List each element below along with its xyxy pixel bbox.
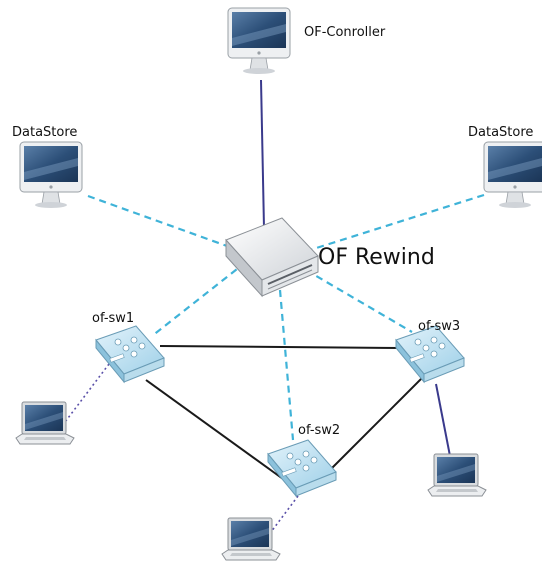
of-sw3-switch-icon bbox=[395, 325, 465, 383]
datastore-left-monitor-icon bbox=[19, 141, 83, 209]
link-rewind-sw2 bbox=[278, 289, 295, 441]
link-sw3-sw2 bbox=[329, 375, 425, 471]
host-right-laptop-icon bbox=[427, 453, 487, 497]
link-rewind-sw1 bbox=[151, 261, 247, 337]
link-rewind-sw3 bbox=[305, 269, 413, 333]
links-layer bbox=[61, 79, 485, 545]
link-sw1-host-left bbox=[61, 359, 113, 427]
of-sw1-label: of-sw1 bbox=[92, 311, 134, 326]
controller-monitor-icon bbox=[227, 7, 291, 75]
link-sw3-host-right bbox=[435, 383, 451, 457]
of-sw2-label: of-sw2 bbox=[298, 423, 340, 438]
host-left-laptop-icon bbox=[15, 401, 75, 445]
of-sw1-switch-icon bbox=[95, 325, 165, 383]
of-rewind-box-icon bbox=[225, 217, 319, 298]
of-rewind-label: OF Rewind bbox=[318, 245, 435, 270]
of-sw2-switch-icon bbox=[267, 439, 337, 497]
link-datastore-right-rewind bbox=[309, 193, 485, 252]
of-sw3-label: of-sw3 bbox=[418, 319, 460, 334]
host-bottom-laptop-icon bbox=[221, 517, 281, 561]
controller-label: OF-Conroller bbox=[304, 25, 386, 40]
link-sw1-sw3 bbox=[159, 345, 401, 349]
link-datastore-left-rewind bbox=[87, 194, 239, 252]
datastore-right-label: DataStore bbox=[468, 125, 533, 140]
datastore-right-monitor-icon bbox=[483, 141, 542, 209]
datastore-left-label: DataStore bbox=[12, 125, 77, 140]
link-sw1-sw2 bbox=[145, 379, 291, 485]
link-controller-rewind bbox=[260, 79, 265, 229]
